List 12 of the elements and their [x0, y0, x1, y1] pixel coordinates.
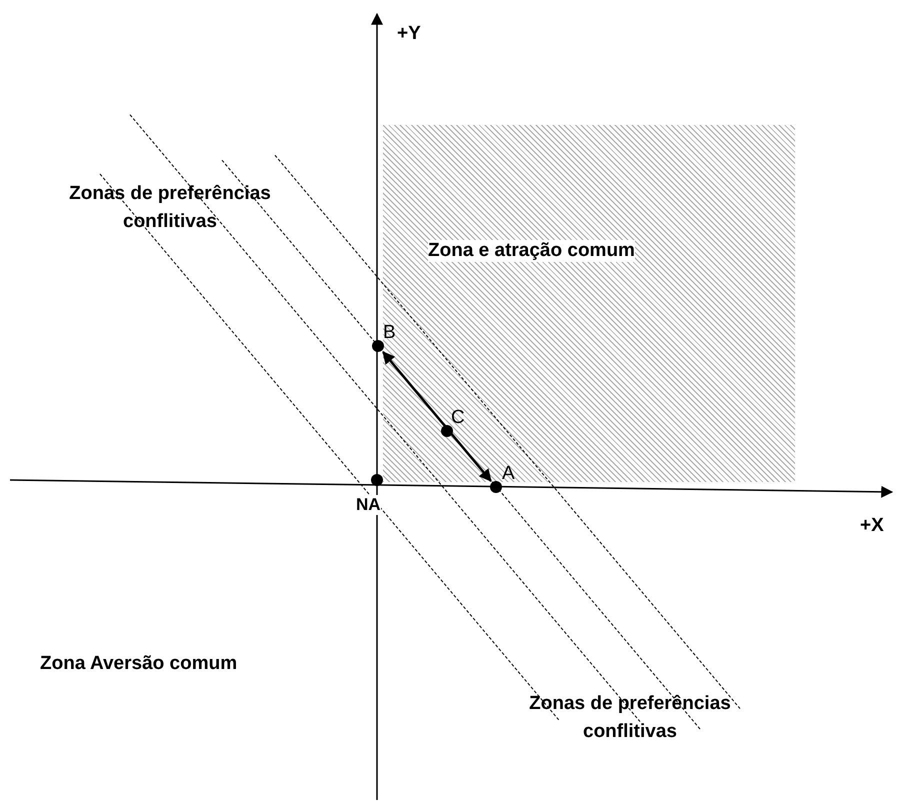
- shaded-region: [383, 125, 795, 482]
- zone-label: Zonas de preferências conflitivas: [68, 182, 272, 234]
- zone-label: Zona Aversão comum: [40, 652, 238, 676]
- point-label: C: [451, 407, 465, 429]
- double-arrow: [382, 351, 492, 482]
- point-label: B: [383, 322, 396, 344]
- region-label: Zona e atração comum: [428, 240, 635, 262]
- axis-label: +Y: [397, 22, 422, 46]
- point-label: NA: [356, 495, 381, 515]
- zone-label: Zonas de preferências conflitivas: [528, 692, 732, 744]
- point-label: A: [502, 463, 515, 485]
- axis-label: +X: [860, 514, 885, 538]
